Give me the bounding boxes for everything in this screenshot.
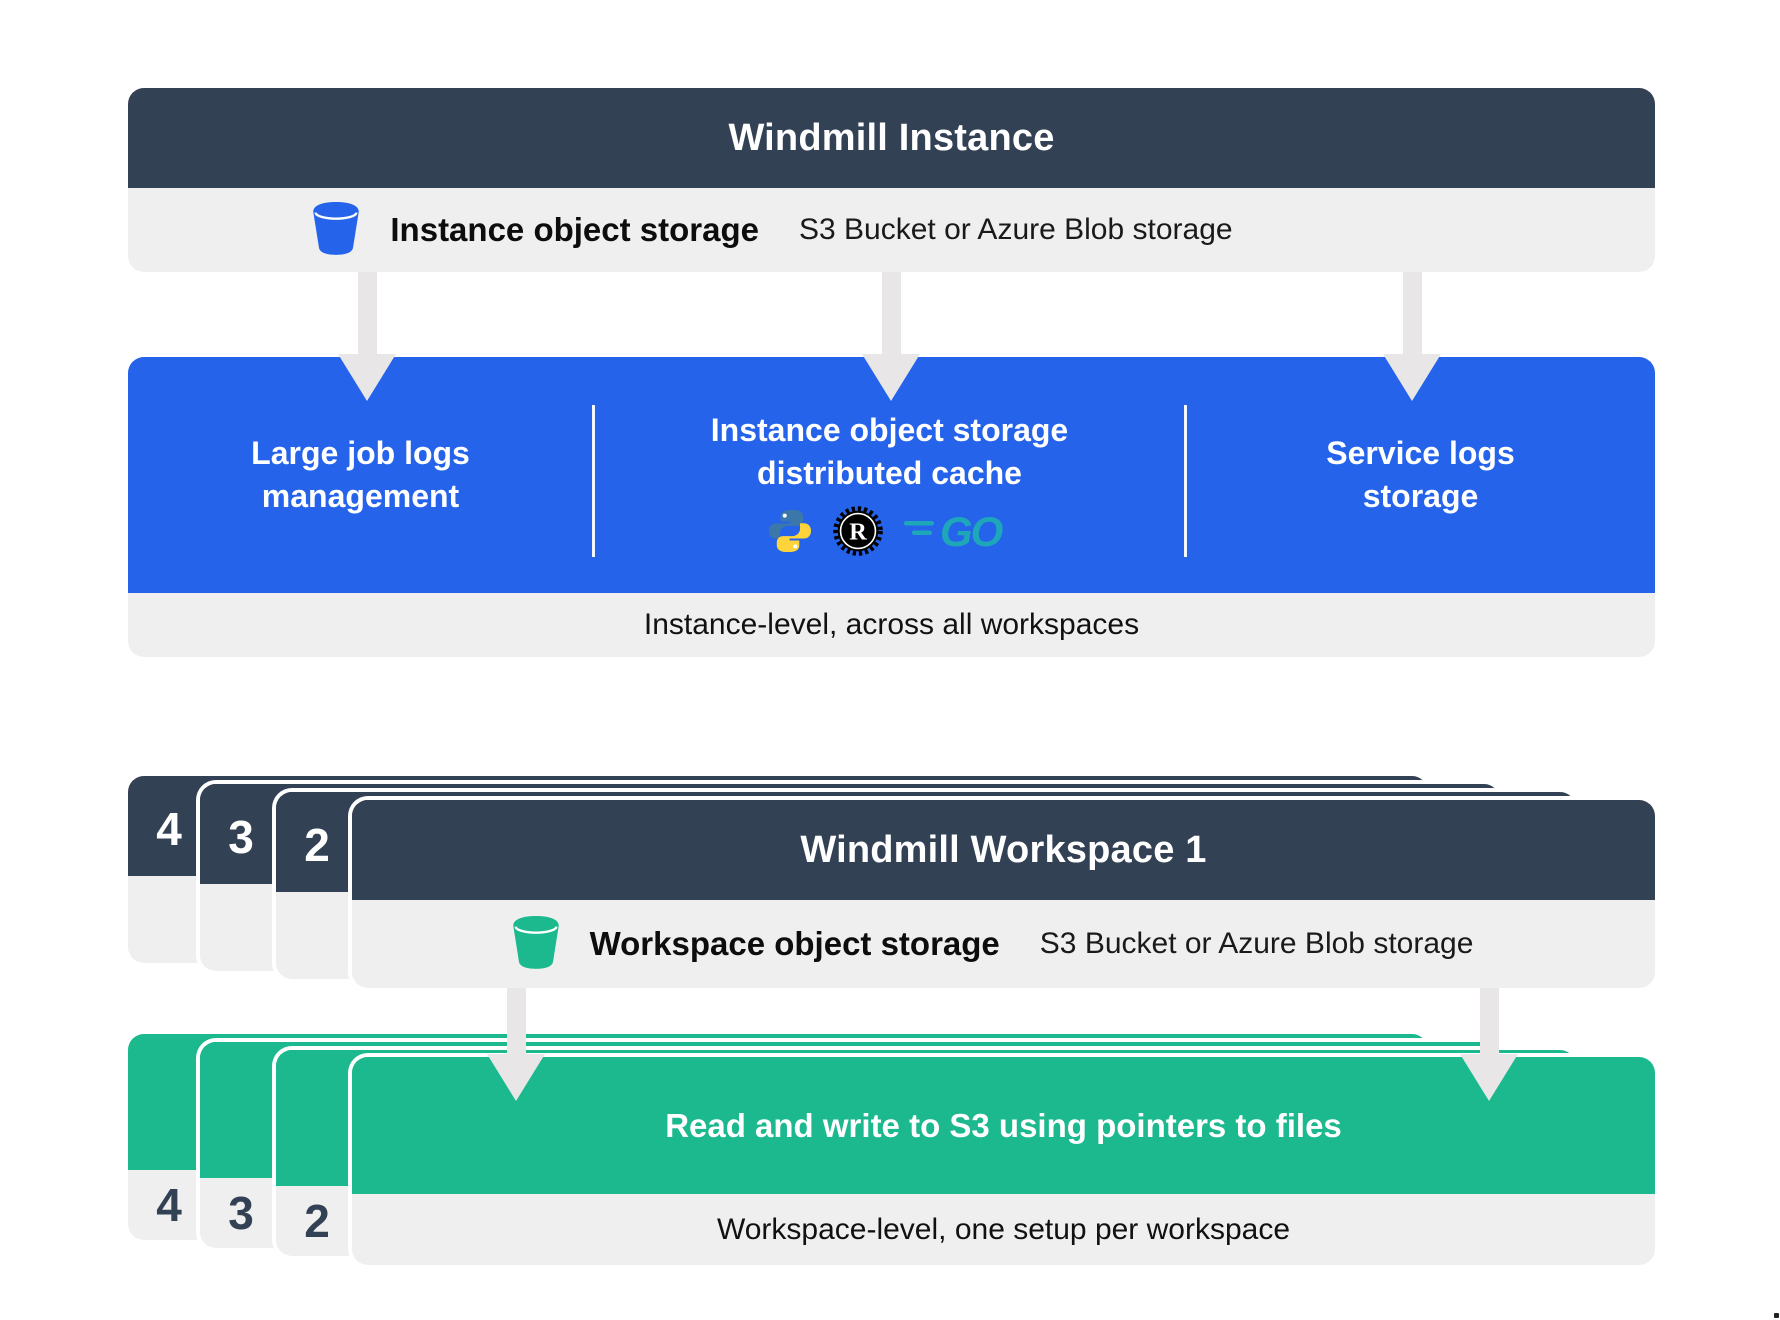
workspace-storage-sub: S3 Bucket or Azure Blob storage	[1039, 927, 1474, 960]
instance-storage-label: Instance object storage	[390, 211, 759, 248]
column-divider	[592, 405, 595, 557]
workspace-caption: Workspace-level, one setup per workspace	[716, 1212, 1291, 1246]
feature-service-logs: Service logs storage	[1186, 357, 1655, 593]
feature-text: Instance object storage	[710, 412, 1069, 448]
svg-text:GO: GO	[940, 508, 1003, 554]
workspace-header: Windmill Workspace 1	[352, 800, 1655, 900]
instance-header: Windmill Instance	[128, 88, 1655, 188]
down-arrow-head-icon	[487, 1054, 545, 1101]
down-arrow-head-icon	[338, 354, 396, 401]
column-divider	[1184, 405, 1187, 557]
s3-action-label: Read and write to S3 using pointers to f…	[665, 1106, 1342, 1144]
instance-features-card: Large job logs management Instance objec…	[128, 357, 1655, 657]
down-arrow-icon	[1403, 272, 1422, 358]
python-icon	[766, 507, 814, 566]
go-icon: GO	[902, 508, 1014, 565]
s3-main-card: Read and write to S3 using pointers to f…	[352, 1057, 1655, 1265]
feature-text: Large job logs	[251, 435, 470, 472]
instance-title: Windmill Instance	[728, 116, 1055, 159]
down-arrow-icon	[1480, 988, 1499, 1058]
instance-storage-sub: S3 Bucket or Azure Blob storage	[799, 213, 1233, 246]
down-arrow-head-icon	[862, 354, 920, 401]
feature-text: distributed cache	[757, 454, 1022, 491]
stack-number-3: 3	[228, 811, 254, 863]
instance-storage-bar: Instance object storage S3 Bucket or Azu…	[128, 188, 1655, 272]
down-arrow-icon	[358, 272, 377, 358]
svg-text:R: R	[849, 518, 867, 545]
corner-dot	[1774, 1313, 1779, 1318]
s3-stack-number-2: 2	[304, 1195, 330, 1247]
s3-stack-number-3: 3	[228, 1187, 254, 1239]
workspace-storage-bar: Workspace object storage S3 Bucket or Az…	[352, 900, 1655, 988]
instance-bucket-icon	[310, 200, 362, 261]
language-icons-row: R GO	[766, 505, 1014, 568]
workspace-main-card: Windmill Workspace 1 Workspace object st…	[352, 800, 1655, 988]
down-arrow-head-icon	[1460, 1054, 1518, 1101]
s3-action-box: Read and write to S3 using pointers to f…	[352, 1057, 1655, 1194]
feature-distributed-cache: Instance object storage distributed cach…	[593, 357, 1186, 593]
instance-card: Windmill Instance Instance object storag…	[128, 88, 1655, 272]
s3-stack-number-4: 4	[156, 1179, 182, 1231]
workspace-storage-label: Workspace object storage	[589, 925, 1000, 962]
workspace-bucket-icon	[510, 914, 562, 975]
stack-number-2: 2	[304, 819, 330, 871]
feature-text: management	[261, 478, 460, 514]
feature-text: storage	[1362, 478, 1479, 514]
instance-caption-bar: Instance-level, across all workspaces	[128, 593, 1655, 657]
down-arrow-icon	[882, 272, 901, 358]
rust-icon: R	[832, 505, 884, 568]
workspace-caption-bar: Workspace-level, one setup per workspace	[352, 1194, 1655, 1265]
instance-caption: Instance-level, across all workspaces	[643, 608, 1140, 641]
down-arrow-icon	[507, 988, 526, 1058]
workspace-title: Windmill Workspace 1	[800, 828, 1207, 871]
down-arrow-head-icon	[1383, 354, 1441, 401]
feature-text: Service logs	[1326, 435, 1515, 472]
feature-large-job-logs: Large job logs management	[128, 357, 593, 593]
stack-number-4: 4	[156, 803, 182, 855]
